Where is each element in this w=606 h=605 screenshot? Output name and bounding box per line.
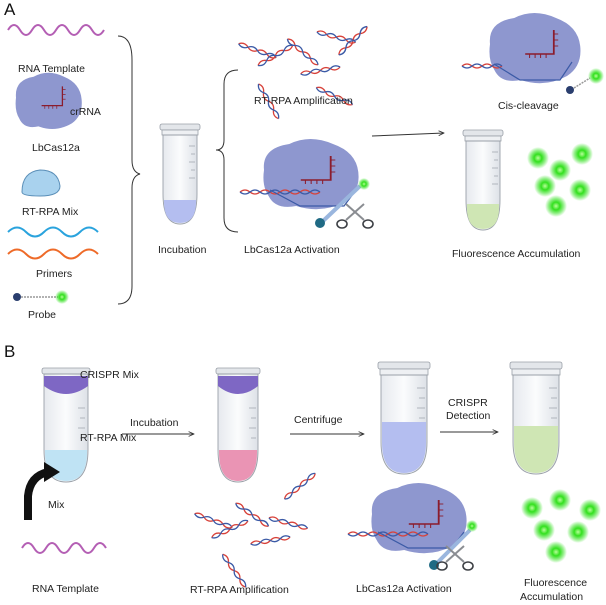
cis-cleavage-complex [461,12,604,94]
lbcas12a-activation-label-b: LbCas12a Activation [356,583,452,595]
incubation-tube-a [159,123,201,225]
cis-cleavage-label: Cis-cleavage [498,100,559,112]
crispr-mix-label: CRISPR Mix [80,369,140,381]
incubated-tube-b [215,367,261,483]
incubation-label-a: Incubation [158,244,207,256]
crrna-label: crRNA [70,106,101,118]
fluorescence-tube-b [509,361,563,475]
rtrpa-amplification-label-a: RT-RPA Amplification [254,95,353,107]
lbcas12a-activation-b [347,482,478,571]
primer-orange [7,248,99,260]
rtrpa-mix-blob [21,169,61,197]
centrifuged-tube-b [377,361,431,475]
rtrpa-mix-label-b: RT-RPA Mix [80,432,137,444]
probe-label: Probe [28,309,56,321]
rtrpa-amplification-cluster-b [193,471,318,589]
brace-right [215,69,239,233]
fluorescence-label-a: Fluorescence Accumulation [452,248,581,260]
detection-label: Detection [446,410,491,422]
lbcas12a-label: LbCas12a [32,142,80,154]
rna-template-label: RNA Template [18,63,85,75]
fluorescence-glow-dots-b [521,489,601,563]
rtrpa-mix-label: RT-RPA Mix [22,206,79,218]
fluorescence-label-b2: Accumulation [520,591,583,603]
lbcas12a-activation-a [239,138,374,229]
arrow-a-to-cleavage [371,133,444,137]
incubation-label-b: Incubation [130,417,179,429]
rna-template-strand [7,24,105,36]
mix-tube-b [41,367,91,483]
panel-a-letter: A [4,0,16,19]
probe-fluorophore [55,290,69,304]
panel-b-letter: B [4,342,15,361]
brace-left [117,35,141,305]
rtrpa-amplification-label-b: RT-RPA Amplification [190,584,289,596]
mix-label: Mix [48,499,65,511]
lbcas12a-protein [14,72,83,130]
rna-template-strand-b [21,542,107,554]
primers-label: Primers [36,268,72,280]
fluorescence-glow-dots-a [527,143,593,217]
fluorescence-label-b1: Fluorescence [524,577,587,589]
lbcas12a-activation-label-a: LbCas12a Activation [244,244,340,256]
probe-quencher [13,293,21,301]
crispr-label: CRISPR [448,397,488,409]
primer-blue [7,226,99,238]
centrifuge-label: Centrifuge [294,414,343,426]
rna-template-label-b: RNA Template [32,583,99,595]
fluorescence-tube-a [462,129,504,231]
